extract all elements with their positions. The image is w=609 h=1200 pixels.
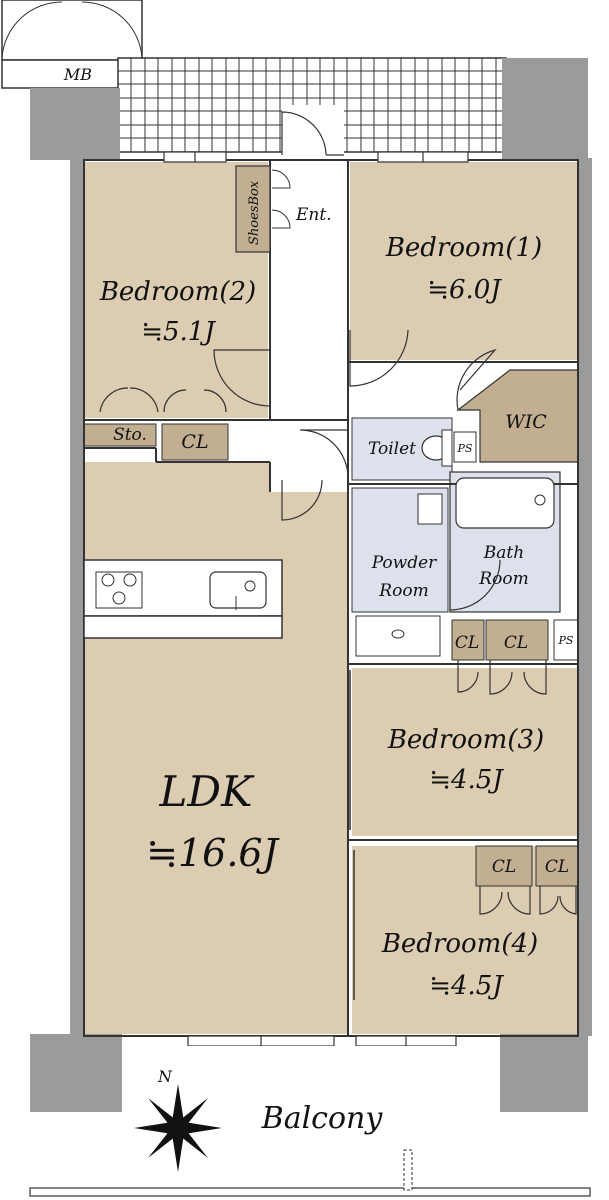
bedroom3-name: Bedroom(3) bbox=[387, 725, 544, 755]
ps-toilet bbox=[453, 431, 477, 463]
ldk-name: LDK bbox=[159, 767, 256, 816]
bedroom2-name: Bedroom(2) bbox=[99, 277, 256, 307]
ps-bath bbox=[553, 619, 579, 661]
ps-bath-label: PS bbox=[558, 634, 574, 647]
closet-bedroom4-b-label: CL bbox=[545, 857, 569, 877]
closet-bedroom4-a bbox=[475, 845, 533, 887]
bedroom1-size: ≒6.0J bbox=[427, 275, 502, 305]
powder-room-label-1: Powder bbox=[371, 553, 437, 573]
ps-toilet-label: PS bbox=[457, 442, 473, 455]
bedroom4-name: Bedroom(4) bbox=[381, 929, 538, 959]
bedroom3-size: ≒4.5J bbox=[429, 765, 504, 795]
bedroom1-floor bbox=[350, 162, 578, 360]
top-windows bbox=[163, 151, 469, 163]
ldk-size: ≒16.6J bbox=[146, 831, 279, 875]
bedroom4-size: ≒4.5J bbox=[429, 971, 504, 1001]
closet-bedroom2-label: CL bbox=[181, 431, 208, 453]
bedroom2-floor bbox=[84, 162, 234, 418]
doors bbox=[99, 329, 577, 915]
bedroom3-floor bbox=[352, 668, 578, 836]
closet-bedroom3-a bbox=[451, 619, 485, 661]
storage-label: Sto. bbox=[113, 425, 147, 445]
entrance-floor bbox=[272, 162, 348, 492]
balcony bbox=[29, 1046, 591, 1197]
entrance-label: Ent. bbox=[295, 205, 332, 225]
closet-bedroom3-a-label: CL bbox=[455, 633, 479, 653]
sliding-doors bbox=[349, 670, 355, 1000]
closet-bedroom2 bbox=[161, 423, 229, 461]
shoes-box: ShoesBox bbox=[235, 165, 291, 253]
kitchen-counter bbox=[83, 559, 283, 639]
ldk-floor bbox=[84, 462, 348, 1034]
structural-walls bbox=[30, 58, 592, 1190]
bath-tub bbox=[455, 477, 555, 529]
bath-room-label-1: Bath bbox=[483, 543, 524, 563]
compass-north-label: N bbox=[157, 1067, 173, 1086]
wic-label: WIC bbox=[505, 411, 547, 433]
shoes-box-label: ShoesBox bbox=[247, 180, 262, 245]
toilet-fixture bbox=[421, 429, 453, 467]
closet-bedroom3-b bbox=[485, 619, 549, 661]
labels: Ent. Bedroom(1) ≒6.0J Bedroom(2) ≒5.1J W… bbox=[99, 205, 574, 1136]
closet-bedroom4-a-label: CL bbox=[492, 857, 516, 877]
bath-room-label-2: Room bbox=[478, 569, 528, 589]
wash-basin bbox=[391, 493, 443, 639]
meter-box-label: MB bbox=[63, 65, 92, 84]
closet-bedroom3-b-label: CL bbox=[504, 633, 528, 653]
corridor-tiles bbox=[117, 57, 507, 156]
compass-icon: N bbox=[134, 1067, 222, 1172]
toilet-label: Toilet bbox=[368, 439, 416, 459]
balcony-windows bbox=[187, 1035, 457, 1047]
bedroom2-size: ≒5.1J bbox=[141, 317, 216, 347]
bedroom1-name: Bedroom(1) bbox=[385, 233, 542, 263]
balcony-label: Balcony bbox=[261, 1101, 384, 1136]
powder-room-label-2: Room bbox=[378, 581, 428, 601]
